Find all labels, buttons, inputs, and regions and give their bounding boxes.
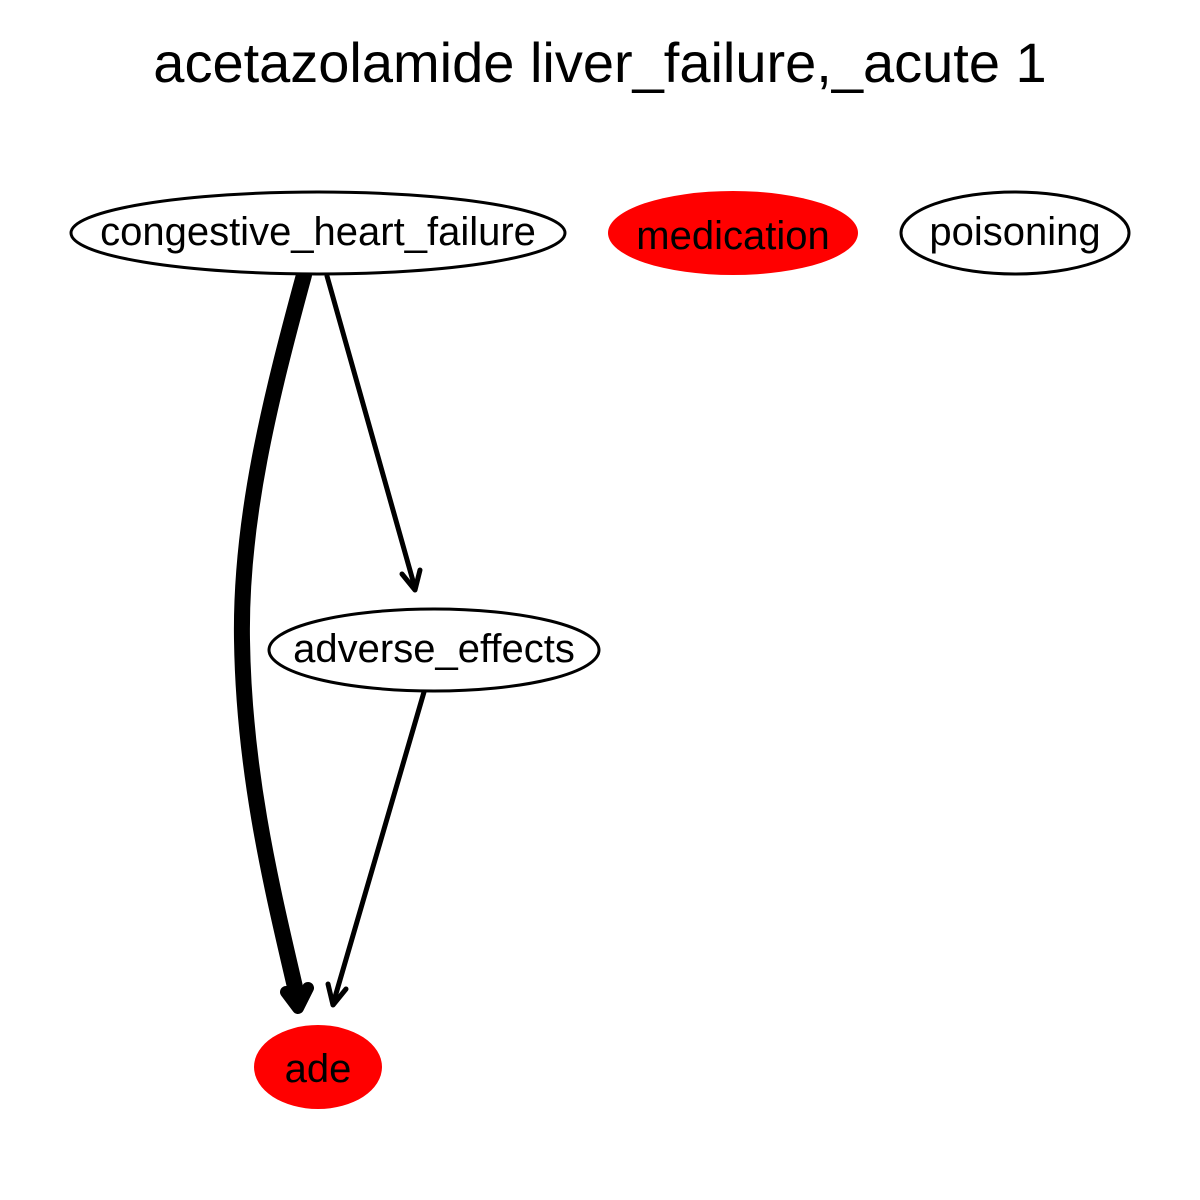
edge-arrowhead-heavy xyxy=(280,982,314,1014)
graph-title: acetazolamide liver_failure,_acute 1 xyxy=(153,31,1046,94)
node-label: poisoning xyxy=(929,210,1100,254)
edge-arrowhead-ade xyxy=(325,981,349,1008)
node-shape xyxy=(254,1025,382,1109)
node-shape xyxy=(267,607,601,693)
edge-adverse_effects-to-ade xyxy=(330,689,427,1007)
node-medication: medication xyxy=(608,191,858,275)
node-congestive_heart_failure: congestive_heart_failure xyxy=(69,190,567,276)
node-shape xyxy=(69,190,567,276)
edges xyxy=(233,267,427,1014)
node-poisoning: poisoning xyxy=(899,190,1131,276)
node-label: ade xyxy=(285,1047,352,1091)
node-shape xyxy=(899,190,1131,276)
edge-arrowhead-adverse_effects xyxy=(399,567,423,593)
node-label: adverse_effects xyxy=(293,627,575,671)
node-label: medication xyxy=(636,214,829,258)
node-shape xyxy=(608,191,858,275)
edge-congestive_heart_failure-to-ade xyxy=(233,267,312,1008)
node-adverse_effects: adverse_effects xyxy=(267,607,601,693)
node-ade: ade xyxy=(254,1025,382,1109)
node-label: congestive_heart_failure xyxy=(100,210,536,254)
edge-congestive_heart_failure-to-adverse_effects xyxy=(324,273,418,591)
